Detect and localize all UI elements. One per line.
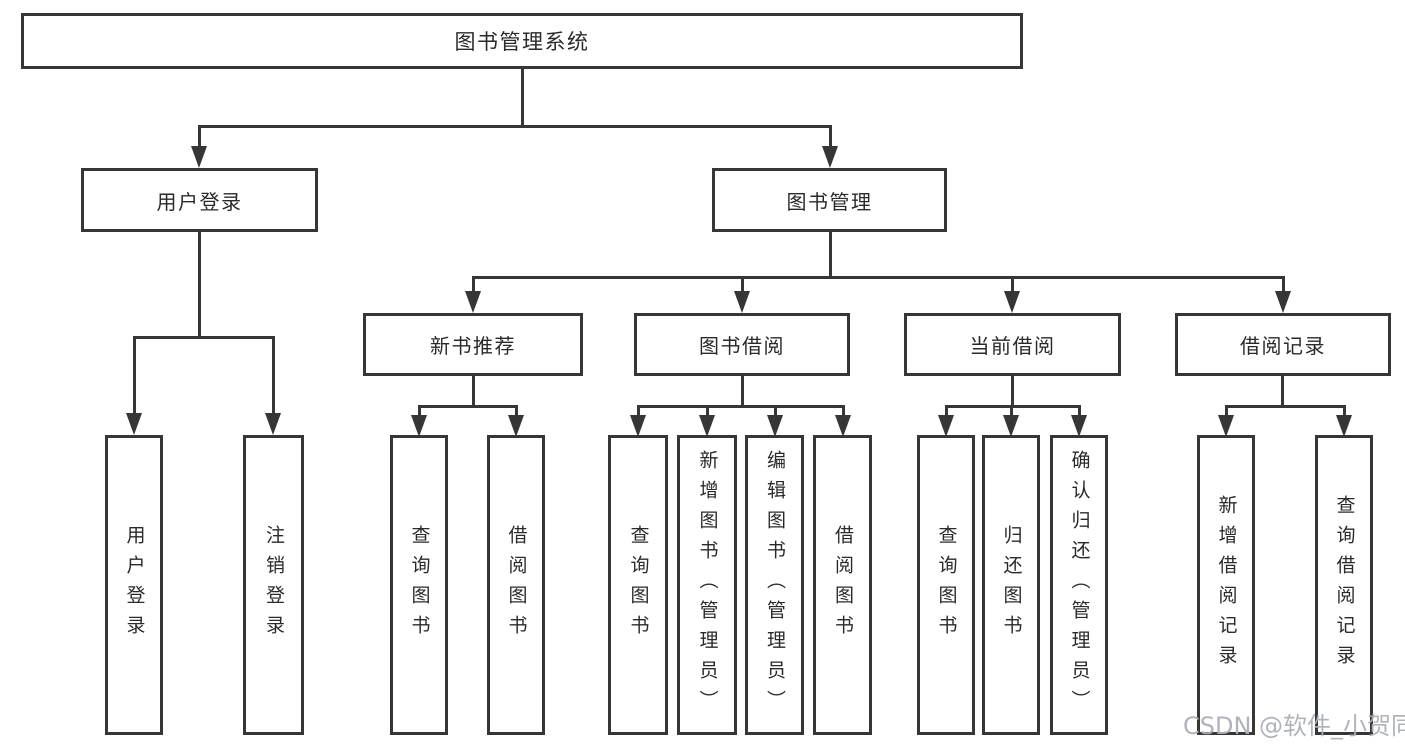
connector <box>741 376 744 405</box>
leaf-borrow-books-1: 借阅图书 <box>487 435 545 735</box>
leaf-label: 查询图书 <box>408 525 431 645</box>
connector <box>1282 276 1285 292</box>
arrowhead-icon <box>767 415 783 437</box>
leaf-query-books-1: 查询图书 <box>390 435 448 735</box>
leaf-label: 查询借阅记录 <box>1333 495 1356 675</box>
arrowhead-icon <box>1218 415 1234 437</box>
arrowhead-icon <box>1336 415 1352 437</box>
connector <box>1078 405 1081 416</box>
connector <box>472 276 475 292</box>
connector <box>829 125 832 149</box>
connector <box>637 405 640 416</box>
node-label: 图书管理系统 <box>454 30 590 54</box>
connector <box>472 376 475 405</box>
leaf-label: 借阅图书 <box>832 525 854 645</box>
leaf-label: 查询图书 <box>627 525 650 645</box>
leaf-borrow-books-2: 借阅图书 <box>813 435 872 735</box>
arrowhead-icon <box>938 415 954 437</box>
leaf-query-books-3: 查询图书 <box>917 435 975 735</box>
leaf-label: 借阅图书 <box>505 525 528 645</box>
connector <box>472 276 1284 279</box>
node-library-system: 图书管理系统 <box>21 13 1023 69</box>
connector <box>829 232 832 276</box>
arrowhead-icon <box>465 291 481 313</box>
leaf-label: 新增借阅记录 <box>1215 495 1238 675</box>
leaf-label: 查询图书 <box>935 525 958 645</box>
connector <box>198 125 832 128</box>
connector <box>706 405 709 416</box>
leaf-add-borrow-record: 新增借阅记录 <box>1197 435 1255 735</box>
node-current-borrow: 当前借阅 <box>904 313 1121 376</box>
connector <box>1225 405 1228 416</box>
arrowhead-icon <box>508 415 524 437</box>
node-label: 图书管理 <box>786 189 873 214</box>
arrowhead-icon <box>411 415 427 437</box>
connector <box>741 276 744 292</box>
node-label: 借阅记录 <box>1240 334 1326 358</box>
arrowhead-icon <box>1003 415 1019 437</box>
connector <box>272 336 275 414</box>
leaf-label: 注销登录 <box>263 525 285 645</box>
connector <box>521 69 524 125</box>
connector <box>515 405 518 416</box>
arrowhead-icon <box>734 291 750 313</box>
connector <box>1011 376 1014 405</box>
leaf-return-books: 归还图书 <box>982 435 1040 735</box>
leaf-confirm-return-admin: 确认归还（管理员） <box>1050 435 1108 735</box>
leaf-label: 用户登录 <box>123 525 146 645</box>
leaf-label: 归还图书 <box>1000 525 1023 645</box>
node-borrow-records: 借阅记录 <box>1175 313 1391 376</box>
connector <box>418 405 517 408</box>
connector <box>1010 405 1013 416</box>
node-user-login: 用户登录 <box>81 168 318 232</box>
arrowhead-icon <box>630 415 646 437</box>
connector <box>133 336 274 339</box>
leaf-query-borrow-record: 查询借阅记录 <box>1315 435 1373 735</box>
node-label: 当前借阅 <box>969 334 1056 358</box>
leaf-query-books-2: 查询图书 <box>608 435 668 735</box>
connector <box>418 405 421 416</box>
node-label: 用户登录 <box>156 189 243 214</box>
connector <box>1281 376 1284 405</box>
connector <box>1343 405 1346 416</box>
arrowhead-icon <box>822 146 838 168</box>
node-book-borrow: 图书借阅 <box>634 313 850 376</box>
arrowhead-icon <box>265 413 281 435</box>
arrowhead-icon <box>1004 291 1020 313</box>
connector <box>1225 405 1345 408</box>
leaf-label: 编辑图书（管理员） <box>764 450 786 720</box>
connector <box>637 405 844 408</box>
arrowhead-icon <box>191 146 207 168</box>
leaf-user-login: 用户登录 <box>105 435 163 735</box>
connector <box>198 232 201 336</box>
arrowhead-icon <box>835 415 851 437</box>
leaf-label: 新增图书（管理员） <box>696 450 719 720</box>
node-label: 新书推荐 <box>430 334 516 358</box>
csdn-watermark: CSDN @软件_小贺同学 <box>1183 712 1405 740</box>
node-book-management: 图书管理 <box>712 168 947 232</box>
arrowhead-icon <box>1275 291 1291 313</box>
connector <box>198 125 201 149</box>
connector <box>1011 276 1014 292</box>
leaf-label: 确认归还（管理员） <box>1068 450 1091 720</box>
connector <box>774 405 777 416</box>
node-label: 图书借阅 <box>699 334 785 358</box>
connector <box>945 405 948 416</box>
arrowhead-icon <box>126 413 142 435</box>
node-new-book-recommend: 新书推荐 <box>363 313 583 376</box>
arrowhead-icon <box>1071 415 1087 437</box>
leaf-add-books-admin: 新增图书（管理员） <box>677 435 737 735</box>
connector <box>842 405 845 416</box>
leaf-logout: 注销登录 <box>243 435 304 735</box>
arrowhead-icon <box>699 415 715 437</box>
leaf-edit-books-admin: 编辑图书（管理员） <box>745 435 804 735</box>
connector <box>133 336 136 414</box>
